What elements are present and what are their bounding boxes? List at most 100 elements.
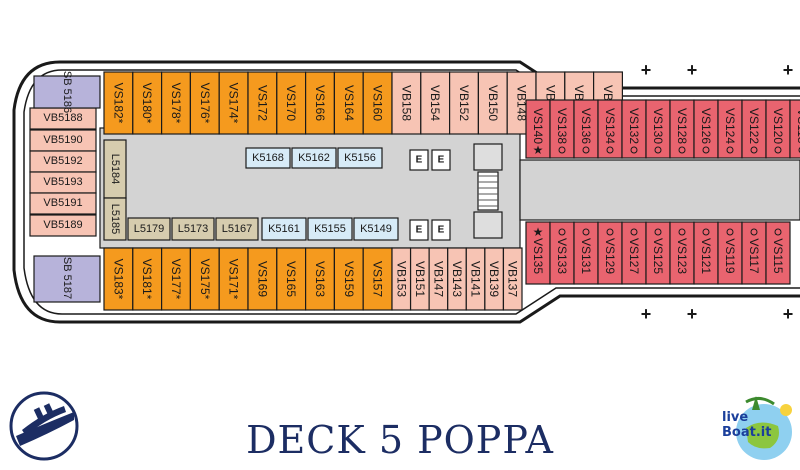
cabin (291, 147, 337, 169)
cabin (693, 221, 719, 285)
cabin-label: VS175* (198, 259, 212, 300)
cabin-marker (558, 146, 566, 154)
cabin-label: VB152 (457, 85, 471, 121)
cabin (307, 217, 353, 241)
cabin-marker (750, 228, 758, 236)
cabin-label: VS140 (531, 108, 545, 144)
cabin-marker (798, 147, 800, 153)
cabin-label: VS128 (675, 108, 689, 144)
cabin (218, 247, 249, 311)
cabin-marker (750, 146, 758, 154)
cabin-label: VS172 (255, 85, 269, 121)
cabin (353, 217, 399, 241)
cabin-sb (33, 75, 101, 109)
cabin-label: VS183* (111, 259, 125, 300)
cabin-label: VB141 (469, 261, 483, 297)
cabin (333, 71, 364, 135)
cabin (245, 147, 291, 169)
cabin-label: VB151 (413, 261, 427, 297)
cabin-label: VB153 (394, 261, 408, 297)
cabin-label: VB5189 (43, 219, 82, 231)
cabin-label: VS157 (371, 261, 385, 297)
cabin-label: VS121 (699, 238, 713, 274)
cabin-marker (582, 146, 590, 154)
cabin-marker (702, 146, 710, 154)
cabin-label: VS138 (555, 108, 569, 144)
plus-marker: + (783, 304, 794, 324)
cabin (276, 71, 307, 135)
cabin-marker (558, 228, 566, 236)
live-boat-logo (736, 396, 792, 460)
cabin-label: L5184 (109, 154, 121, 185)
cabin-label: L5173 (178, 223, 209, 235)
cabin (765, 99, 791, 159)
cabin (103, 247, 134, 311)
cabin-label: K5155 (314, 223, 346, 235)
cabin-label: VB137 (506, 261, 520, 297)
star-marker: ★ (533, 143, 544, 157)
cabin-label: VS118 (795, 108, 800, 143)
cabin-label: VS160 (371, 85, 385, 121)
cabin (573, 99, 599, 159)
cabin (597, 221, 623, 285)
live-boat-logo-text: live Boat.it (722, 410, 772, 440)
cabin-label: VS169 (255, 261, 269, 297)
elevator-label: E (416, 155, 423, 166)
stair-top (473, 143, 503, 171)
cabin-label: VS165 (284, 261, 298, 297)
star-marker: ★ (533, 225, 544, 239)
cabin (391, 71, 422, 135)
cabin-label: SB 5186 (61, 71, 73, 113)
cabin-marker (630, 228, 638, 236)
cabin-label: VS174* (227, 83, 241, 124)
cabin (669, 221, 695, 285)
cabin-label: K5162 (298, 152, 330, 164)
cabin (621, 99, 647, 159)
plus-marker: + (687, 304, 698, 324)
cabin (171, 217, 215, 241)
cabin-label: VS164 (342, 85, 356, 121)
cabin-label: VS124 (723, 108, 737, 144)
cabin (449, 71, 480, 135)
cabin-marker (630, 146, 638, 154)
cabin-label: L5185 (109, 204, 121, 235)
cabin-label: VS125 (651, 238, 665, 274)
stairwell (477, 171, 499, 211)
cabin-label: VS126 (699, 108, 713, 144)
page-title: DECK 5 POPPA (246, 418, 554, 462)
cabin (29, 192, 97, 215)
cabin-label: VS130 (651, 108, 665, 144)
cabin (717, 221, 743, 285)
cabin-label: VS176* (198, 83, 212, 124)
cabin (261, 217, 307, 241)
cabin-marker (582, 228, 590, 236)
cabin (132, 247, 163, 311)
elevator (431, 219, 451, 241)
cabin-marker (654, 146, 662, 154)
cabin-label: L5179 (134, 223, 165, 235)
cabin-label: VS166 (313, 85, 327, 121)
cabin-label: VS170 (284, 85, 298, 121)
plus-marker: + (641, 304, 652, 324)
stair-bottom (473, 211, 503, 239)
cabin-label: VS180* (140, 83, 154, 124)
cabin-label: VS159 (342, 261, 356, 297)
cabin (215, 217, 259, 241)
cabin-marker (726, 146, 734, 154)
cabin-label: VB5192 (43, 155, 82, 167)
cabin (502, 247, 523, 311)
cabin (29, 214, 97, 237)
corridor-aft (519, 159, 800, 221)
cabin-label: VS134 (603, 108, 617, 144)
cabin-marker (606, 146, 614, 154)
cabin-label: VB147 (431, 261, 445, 297)
cabin-label: VB5188 (43, 112, 82, 124)
cabin (549, 99, 575, 159)
cabin (645, 99, 671, 159)
cabin-label: VS120 (771, 108, 785, 144)
cabin (525, 221, 551, 285)
cabin-marker (774, 228, 782, 236)
cabin (305, 71, 336, 135)
cabin-label: VS177* (169, 259, 183, 300)
